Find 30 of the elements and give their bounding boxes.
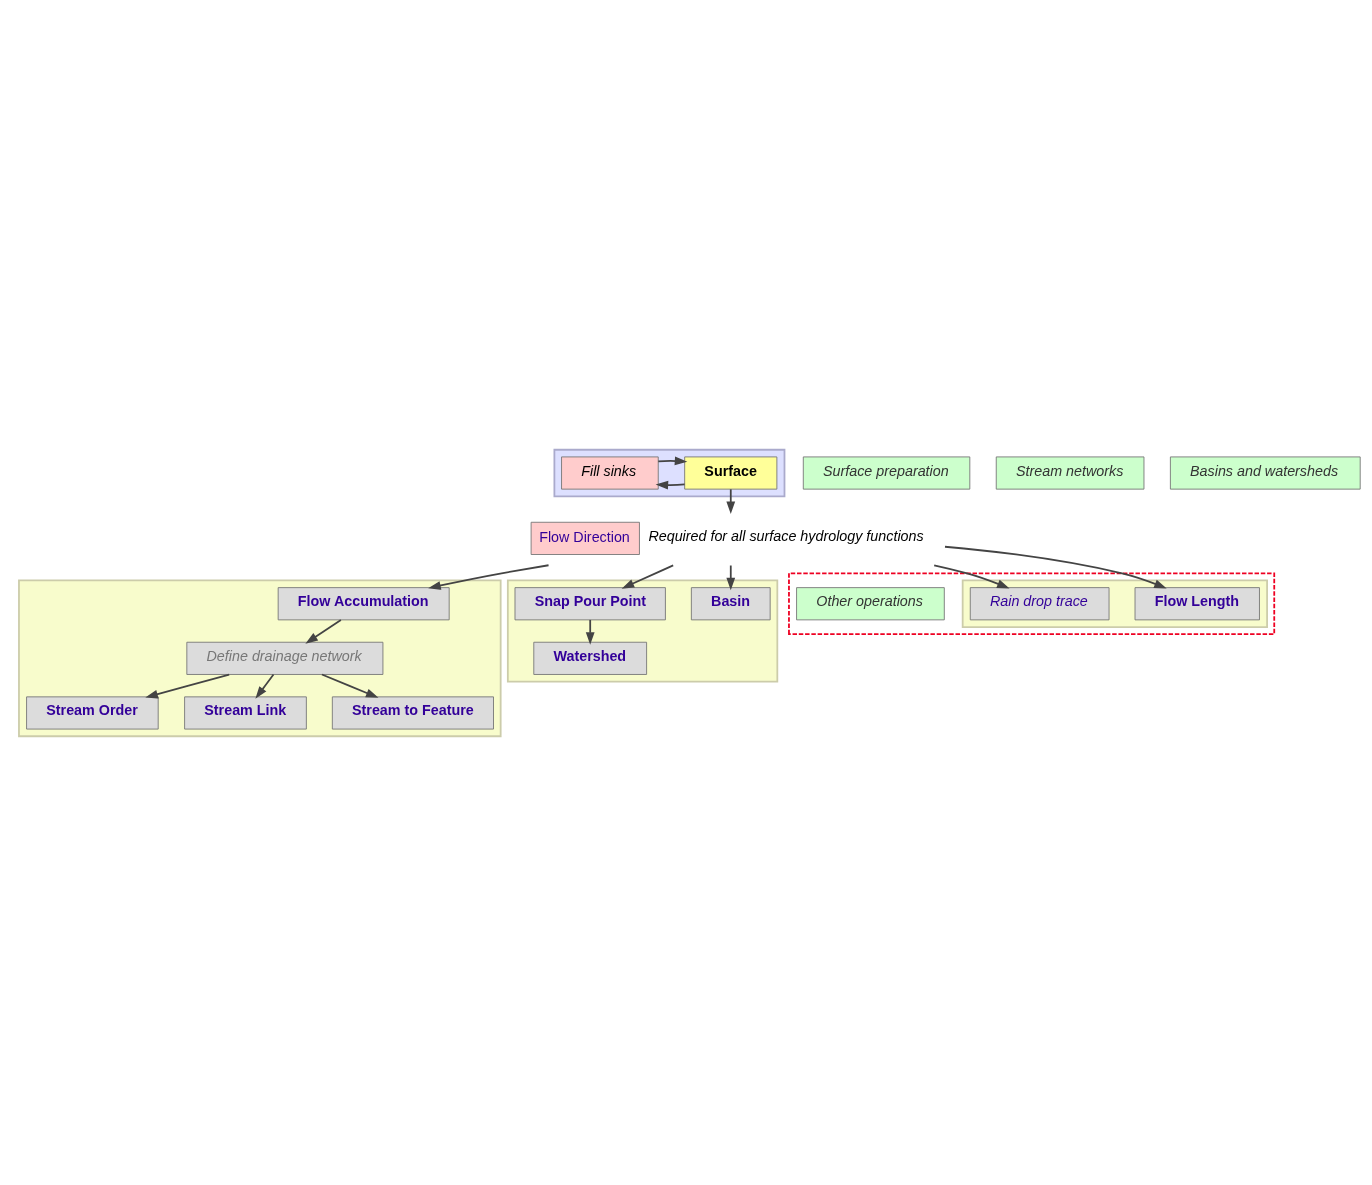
node-box: Flow Accumulation bbox=[277, 586, 450, 620]
arrow bbox=[944, 545, 1167, 588]
node-box: Rain drop trace bbox=[969, 586, 1110, 620]
node-box: Other operations bbox=[796, 586, 945, 620]
node-box: Snap Pour Point bbox=[514, 586, 666, 620]
node-box: Surface bbox=[684, 455, 778, 490]
arrow bbox=[621, 563, 675, 589]
node-box: Stream networks bbox=[995, 455, 1145, 490]
arrow bbox=[657, 456, 688, 465]
node-box: Define drainage network bbox=[186, 641, 384, 675]
arrow bbox=[655, 480, 686, 489]
cluster bbox=[788, 571, 1276, 635]
node-box: Flow Length bbox=[1134, 586, 1260, 620]
node-box: Basin bbox=[690, 586, 771, 620]
arrow bbox=[305, 618, 342, 644]
node-box: Watershed bbox=[533, 641, 648, 675]
node-box: Stream Link bbox=[184, 695, 307, 730]
cluster bbox=[553, 448, 786, 497]
node-box: Basins and watersheds bbox=[1169, 455, 1361, 490]
node-box: Fill sinks bbox=[561, 455, 659, 490]
arrow bbox=[585, 618, 595, 645]
node-label: Required for all surface hydrology functions bbox=[648, 527, 924, 544]
arrow bbox=[726, 564, 736, 590]
arrow bbox=[726, 487, 736, 514]
node-box: Stream to Feature bbox=[331, 695, 494, 730]
arrow bbox=[428, 563, 550, 590]
node-box: Stream Order bbox=[26, 695, 159, 730]
arrow bbox=[255, 673, 275, 699]
node-box: Surface preparation bbox=[802, 455, 971, 490]
arrow bbox=[933, 563, 1010, 589]
